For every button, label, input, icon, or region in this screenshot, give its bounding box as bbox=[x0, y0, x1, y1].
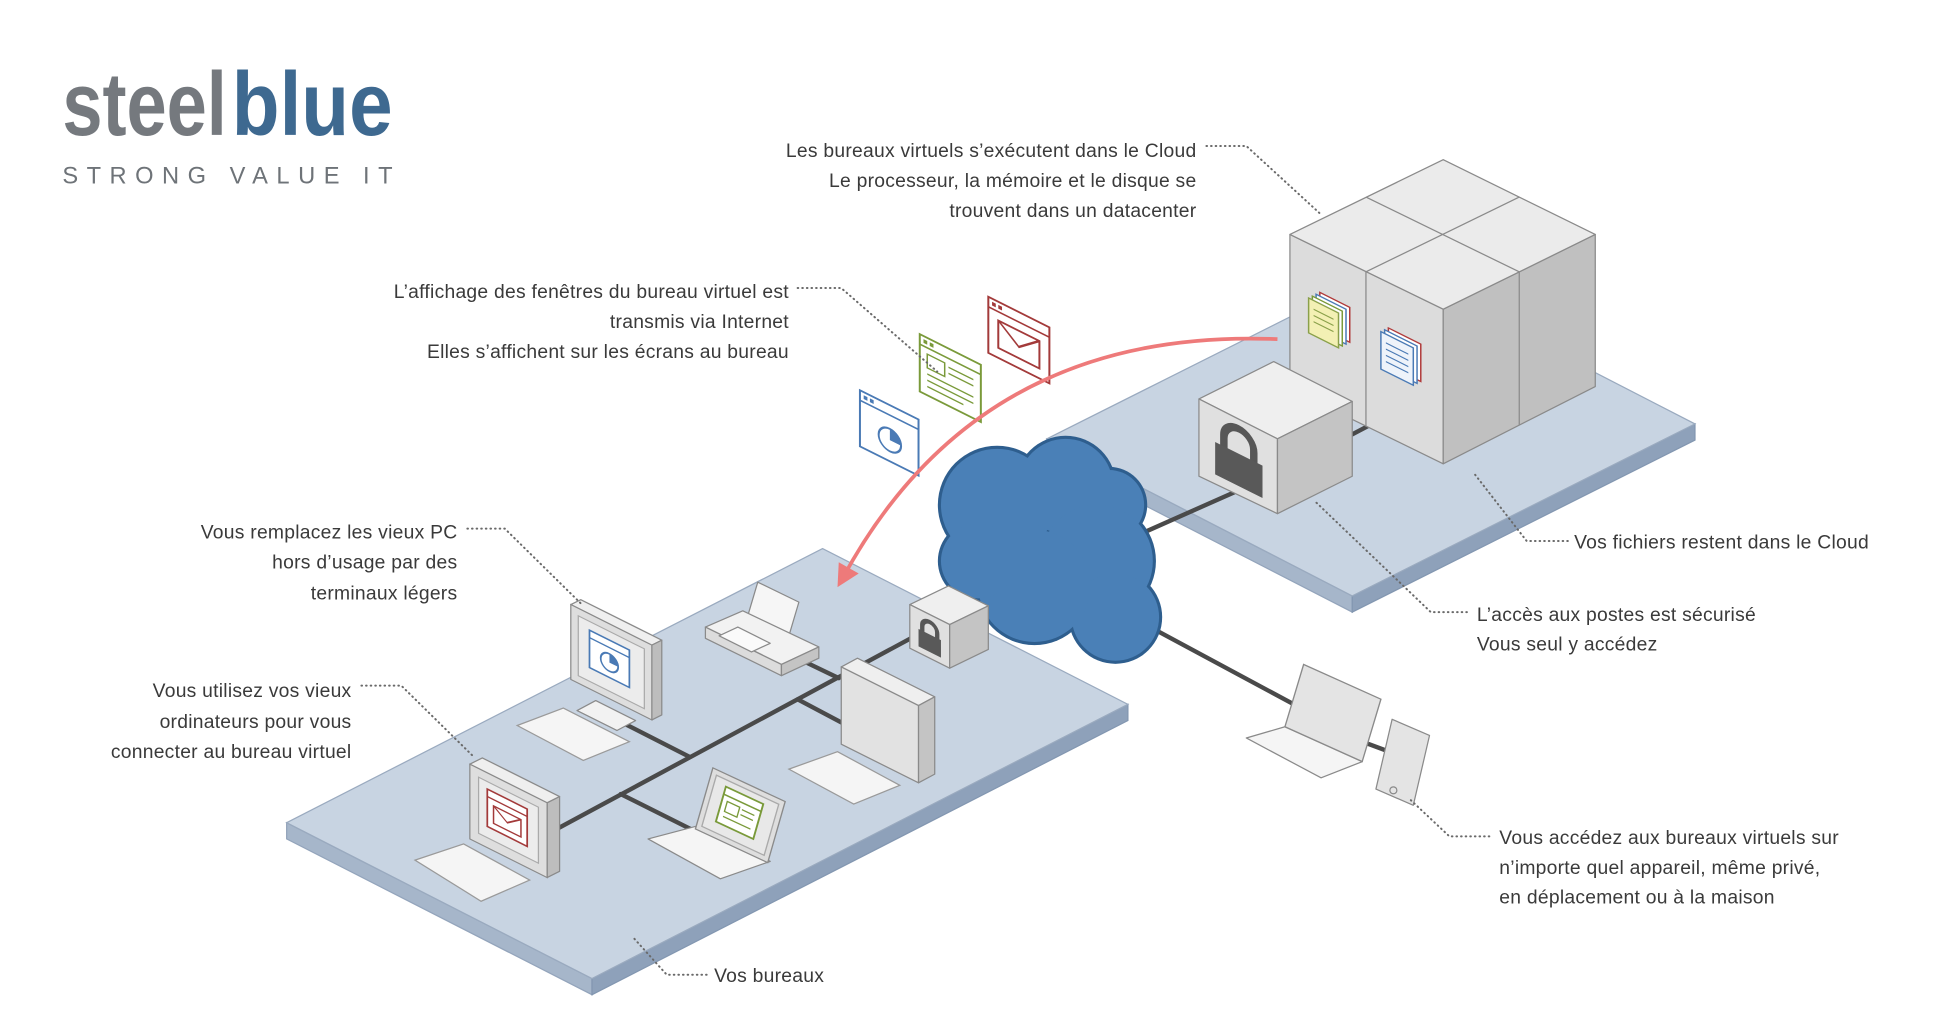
lock-icon bbox=[918, 618, 941, 658]
logo-word-blue: blue bbox=[232, 55, 393, 155]
annotation-line: transmis via Internet bbox=[610, 312, 789, 333]
annotation-files-in-cloud: Vos fichiers restent dans le Cloud bbox=[1574, 533, 1869, 554]
annotation-line: Vous accédez aux bureaux virtuels sur bbox=[1499, 828, 1839, 849]
server-tower-icon bbox=[840, 657, 936, 784]
lock-box-right-face bbox=[949, 605, 989, 669]
leader-secure-access bbox=[1313, 500, 1468, 614]
annotation-display-transmission: L’affichage des fenêtres du bureau virtu… bbox=[394, 282, 790, 363]
arrow-curve bbox=[840, 336, 1278, 580]
annotation-line: Vous seul y accédez bbox=[1477, 635, 1658, 656]
laptop-icon bbox=[647, 766, 786, 880]
monitor-base bbox=[576, 699, 637, 732]
cloud-fill bbox=[940, 438, 1160, 661]
annotation-line: L’accès aux postes est sécurisé bbox=[1477, 605, 1756, 626]
leader-offices bbox=[632, 936, 708, 976]
monitor-side bbox=[651, 639, 663, 721]
tablet-body bbox=[1375, 718, 1431, 806]
tablet-icon bbox=[1375, 718, 1431, 806]
server-rack-divider bbox=[1365, 196, 1520, 273]
annotation-line: L’affichage des fenêtres du bureau virtu… bbox=[394, 282, 790, 303]
annotation-line: en déplacement ou à la maison bbox=[1499, 888, 1774, 909]
monitor-icon bbox=[570, 599, 663, 732]
mail-window-icon bbox=[987, 295, 1051, 385]
annotation-line: Vous remplacez les vieux PC bbox=[201, 523, 458, 544]
curved-arrow-icon bbox=[837, 336, 1278, 588]
remote-laptop-icon bbox=[1245, 663, 1382, 779]
annotation-line: n’importe quel appareil, même privé, bbox=[1499, 858, 1820, 879]
annotation-thin-clients: Vous remplacez les vieux PC hors d’usage… bbox=[201, 523, 458, 605]
cable-thin-client bbox=[620, 720, 692, 759]
laptop-base bbox=[647, 825, 771, 880]
annotation-line: Le processeur, la mémoire et le disque s… bbox=[829, 171, 1196, 192]
annotation-line: Vous utilisez vos vieux bbox=[153, 681, 352, 702]
printer-icon bbox=[704, 581, 820, 677]
monitor-front bbox=[570, 603, 653, 721]
office-lock-box bbox=[909, 585, 989, 669]
annotation-cloud-execution: Les bureaux virtuels s’exécutent dans le… bbox=[786, 141, 1197, 222]
desktop-computer-icon bbox=[469, 757, 561, 879]
chart-window-icon bbox=[588, 628, 631, 689]
annotation-line: Les bureaux virtuels s’exécutent dans le… bbox=[786, 141, 1197, 162]
stacked-documents-icon bbox=[1307, 291, 1351, 350]
keyboard-icon bbox=[515, 707, 631, 762]
annotation-line: Vos fichiers restent dans le Cloud bbox=[1574, 533, 1869, 554]
printer-output-tray bbox=[718, 626, 771, 653]
annotation-line: trouvent dans un datacenter bbox=[949, 201, 1196, 222]
mail-window-icon bbox=[486, 787, 529, 848]
leader-any-device bbox=[1407, 796, 1491, 838]
cloud-icon bbox=[937, 435, 1163, 664]
lock-box-right-face bbox=[1276, 400, 1353, 515]
leader-thin-clients bbox=[466, 527, 582, 605]
document-window-icon bbox=[918, 332, 982, 424]
stacked-documents-icon bbox=[1380, 326, 1422, 387]
desktop-side bbox=[546, 795, 561, 879]
logo-tagline: STRONG VALUE IT bbox=[62, 163, 392, 189]
laptop-screen bbox=[694, 766, 786, 864]
chart-window-icon bbox=[858, 388, 920, 478]
laptop-screen bbox=[1284, 663, 1382, 763]
logo: steel blue STRONG VALUE IT bbox=[62, 55, 392, 190]
lock-icon bbox=[1215, 422, 1263, 499]
annotation-line: Elles s’affichent sur les écrans au bure… bbox=[427, 342, 789, 363]
leader-old-computers bbox=[360, 684, 475, 758]
annotation-old-computers: Vous utilisez vos vieux ordinateurs pour… bbox=[111, 681, 352, 763]
datacenter-lock-box bbox=[1198, 360, 1353, 515]
annotation-secure-access: L’accès aux postes est sécurisé Vous seu… bbox=[1477, 605, 1756, 656]
tablet-home-button bbox=[1389, 786, 1398, 795]
leader-cloud-execution bbox=[1205, 144, 1323, 216]
annotation-line: ordinateurs pour vous bbox=[160, 712, 352, 733]
keyboard-icon bbox=[787, 751, 902, 805]
desktop-front bbox=[469, 763, 548, 879]
leader-lines bbox=[360, 144, 1569, 976]
annotation-line: Vos bureaux bbox=[714, 966, 824, 987]
leader-files-in-cloud bbox=[1473, 472, 1569, 543]
leader-display-transmission bbox=[796, 287, 939, 373]
annotation-offices: Vos bureaux bbox=[714, 966, 824, 987]
logo-word-steel: steel bbox=[62, 55, 227, 155]
annotation-line: connecter au bureau virtuel bbox=[111, 742, 352, 763]
arrow-head bbox=[837, 562, 859, 588]
keyboard-icon bbox=[413, 843, 532, 902]
annotation-line: terminaux légers bbox=[311, 584, 458, 605]
document-window-icon bbox=[714, 785, 765, 841]
server-tower-side bbox=[917, 696, 936, 784]
printer-side bbox=[780, 646, 820, 677]
annotation-line: hors d’usage par des bbox=[272, 552, 457, 573]
cable-server-tower bbox=[795, 697, 845, 726]
cable-office-laptop bbox=[618, 791, 701, 835]
cable-printer bbox=[802, 659, 841, 681]
annotation-any-device: Vous accédez aux bureaux virtuels sur n’… bbox=[1499, 828, 1839, 909]
